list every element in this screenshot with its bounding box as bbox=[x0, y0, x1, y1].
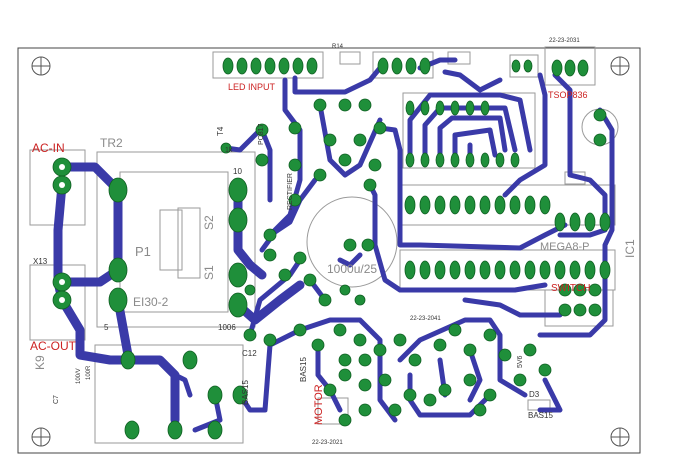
x13-label: X13 bbox=[33, 257, 48, 266]
d3-label: D3 bbox=[529, 390, 540, 399]
switch-label: SWITCH bbox=[551, 283, 590, 294]
pads bbox=[52, 57, 611, 440]
mounting-hole-icon bbox=[610, 56, 630, 76]
mounting-hole-icon bbox=[31, 427, 51, 447]
tsop-label: TSOP836 bbox=[548, 90, 588, 100]
zener-label: 5V6 bbox=[517, 355, 524, 368]
cap100-label: 100/V bbox=[76, 368, 82, 384]
led-input-label: LED INPUT bbox=[228, 82, 276, 92]
tr2-label: TR2 bbox=[100, 136, 123, 150]
mounting-hole-icon bbox=[610, 427, 630, 447]
ic1-label: IC1 bbox=[623, 239, 637, 258]
s1-label: S1 bbox=[202, 265, 216, 280]
inner-part-label: 22-23-2041 bbox=[410, 316, 441, 322]
motor-part-label: 22-23-2021 bbox=[312, 440, 343, 446]
ac-out-label: AC-OUT bbox=[30, 339, 77, 353]
motor-label: MOTOR bbox=[313, 384, 325, 425]
bas15-label-a: BAS15 bbox=[528, 411, 553, 420]
r100-label: 100R bbox=[86, 365, 92, 380]
r1k-label: 1k bbox=[225, 147, 233, 154]
cap-main-label: 1000u/25 bbox=[327, 262, 377, 276]
c7-label: C7 bbox=[53, 395, 60, 404]
mounting-hole-icon bbox=[31, 56, 51, 76]
bas15-label-c: BAS15 bbox=[241, 380, 250, 405]
ei30-label: EI30-2 bbox=[133, 295, 169, 309]
n5-label: 5 bbox=[104, 323, 109, 332]
s2-label: S2 bbox=[202, 215, 216, 230]
mega-label: MEGA8-P bbox=[540, 241, 590, 253]
pc817-label: PC817 bbox=[258, 123, 265, 145]
n1006-label: 1006 bbox=[218, 323, 236, 332]
rectifier-label: RECTIFIER bbox=[287, 173, 294, 210]
n10-label: 10 bbox=[233, 167, 242, 176]
k9-label: K9 bbox=[33, 355, 47, 370]
x13-part-label: 22-23-2031 bbox=[549, 38, 580, 44]
c12-label: C12 bbox=[242, 349, 257, 358]
bas15-label-b: BAS15 bbox=[299, 357, 308, 382]
r14-label: R14 bbox=[332, 44, 344, 50]
ac-in-label: AC-IN bbox=[32, 141, 65, 155]
p1-label: P1 bbox=[135, 244, 151, 259]
t4-label: T4 bbox=[216, 126, 225, 136]
